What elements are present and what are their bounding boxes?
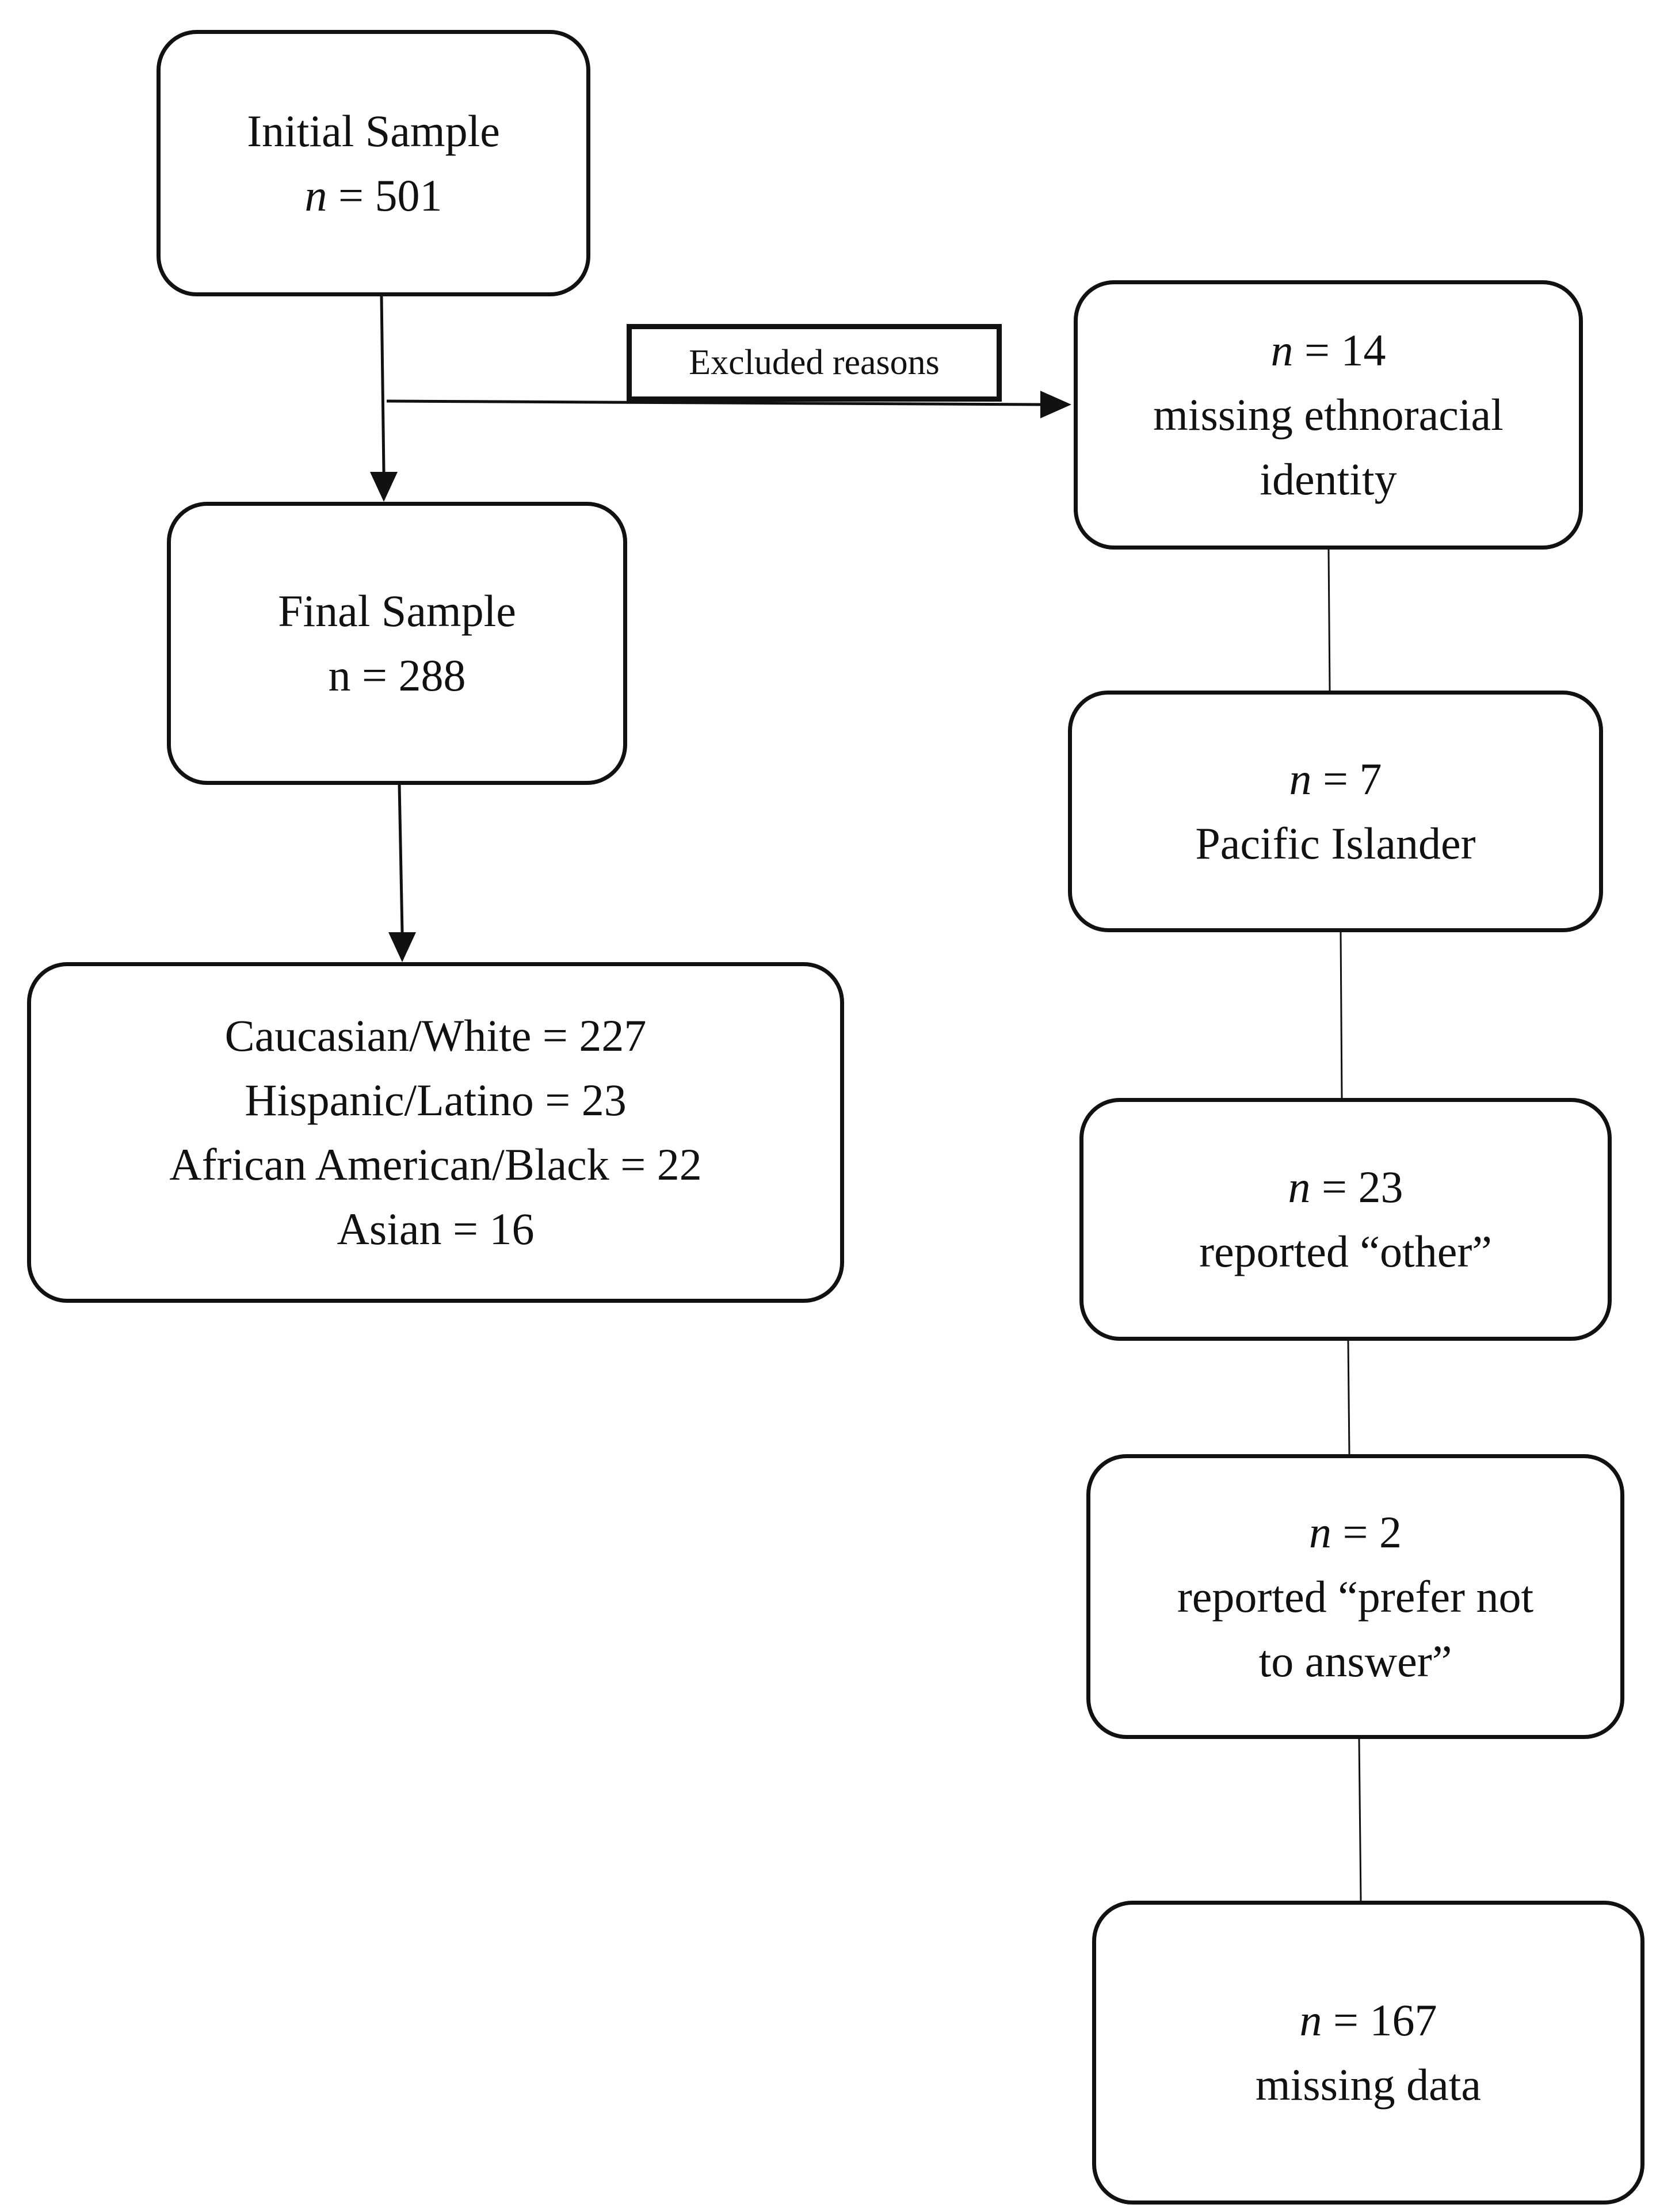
node-final-count: n = 288 [328, 650, 466, 700]
node-initial-count: n = 501 [304, 170, 442, 220]
node-initial-title: Initial Sample [247, 105, 500, 156]
node-ethnicity-breakdown: Caucasian/White = 227 Hispanic/Latino = … [27, 962, 844, 1303]
edge-initial-to-final [380, 296, 386, 472]
ethnicity-asian: Asian = 16 [337, 1204, 535, 1254]
edge-other-to-prefer-not [1347, 1340, 1350, 1455]
node-missing-data: n = 167 missing data [1092, 1901, 1644, 2205]
missing-identity-desc-1: missing ethnoracial [1153, 390, 1504, 440]
excluded-reasons-label: Excluded reasons [627, 324, 1002, 402]
pacific-islander-count: n = 7 [1289, 754, 1382, 804]
edge-prefer-not-to-missing-data [1358, 1738, 1362, 1901]
node-initial-sample: Initial Sample n = 501 [157, 30, 590, 296]
pacific-islander-desc: Pacific Islander [1195, 818, 1476, 868]
ethnicity-white: Caucasian/White = 227 [224, 1010, 647, 1061]
node-missing-identity: n = 14 missing ethnoracial identity [1074, 280, 1583, 550]
ethnicity-black: African American/Black = 22 [169, 1139, 702, 1189]
missing-identity-count: n = 14 [1270, 325, 1386, 375]
arrowhead-excluded [1040, 391, 1071, 418]
reported-other-count: n = 23 [1288, 1162, 1403, 1212]
missing-identity-desc-2: identity [1260, 454, 1397, 504]
reported-other-desc: reported “other” [1199, 1226, 1492, 1276]
node-final-title: Final Sample [278, 586, 516, 636]
edge-missing-identity-to-pacific [1327, 549, 1331, 691]
prefer-not-desc-2: to answer” [1258, 1635, 1452, 1686]
node-final-sample: Final Sample n = 288 [167, 502, 627, 785]
arrowhead-initial-to-final [370, 472, 398, 502]
node-pacific-islander: n = 7 Pacific Islander [1068, 691, 1603, 932]
arrowhead-final-to-ethnicity [388, 932, 416, 962]
ethnicity-hispanic: Hispanic/Latino = 23 [245, 1075, 627, 1125]
edge-pacific-to-other [1340, 932, 1343, 1099]
missing-data-count: n = 167 [1299, 1995, 1437, 2045]
node-prefer-not-to-answer: n = 2 reported “prefer not to answer” [1086, 1454, 1624, 1739]
prefer-not-desc-1: reported “prefer not [1177, 1571, 1534, 1622]
edge-initial-to-excluded [386, 399, 1041, 406]
prefer-not-count: n = 2 [1309, 1507, 1402, 1557]
missing-data-desc: missing data [1255, 2060, 1482, 2110]
edge-final-to-ethnicity [398, 784, 404, 933]
node-reported-other: n = 23 reported “other” [1079, 1098, 1612, 1341]
